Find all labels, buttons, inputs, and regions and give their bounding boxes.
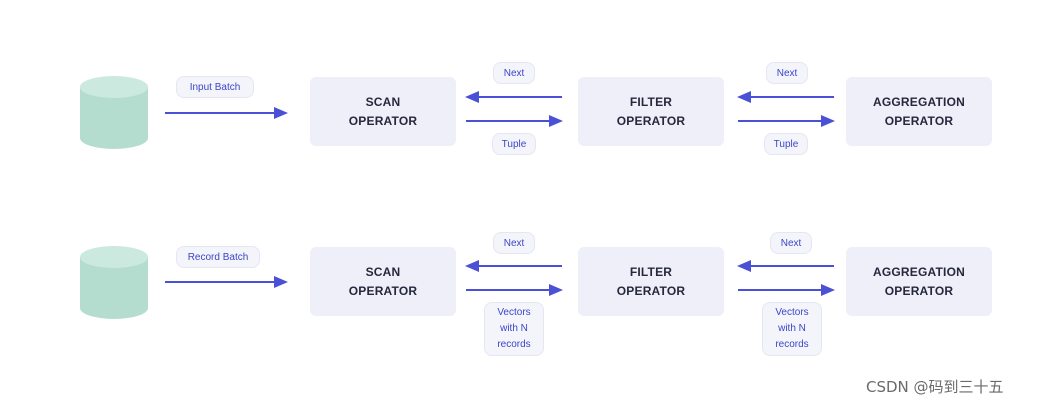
pipeline-row-vectorized: Record Batch SCAN OPERATOR Next Vectors … — [0, 228, 1052, 388]
aggregation-operator: AGGREGATION OPERATOR — [846, 77, 992, 146]
database-icon — [80, 246, 148, 319]
source-label: Record Batch — [176, 246, 260, 268]
vectors-label-line3: records — [775, 339, 809, 350]
aggregation-operator: AGGREGATION OPERATOR — [846, 247, 992, 316]
aggregation-operator-line2: OPERATOR — [884, 283, 954, 298]
source-arrow — [165, 107, 288, 119]
vectors-label-line2: with N — [778, 323, 806, 334]
vectors-label-line1: Vectors — [497, 307, 531, 318]
tuple-arrow — [738, 115, 835, 127]
next-label: Next — [493, 232, 535, 254]
vectors-arrow — [738, 284, 835, 296]
aggregation-operator-line1: AGGREGATION — [873, 264, 965, 279]
scan-operator-line1: SCAN — [365, 94, 401, 109]
vectors-label-line1: Vectors — [775, 307, 809, 318]
next-label: Next — [493, 62, 535, 84]
next-arrow — [465, 260, 562, 272]
aggregation-operator-line2: OPERATOR — [884, 113, 954, 128]
vectors-label-line3: records — [497, 339, 531, 350]
next-arrow — [737, 260, 834, 272]
source-arrow — [165, 276, 288, 288]
scan-operator: SCAN OPERATOR — [310, 77, 456, 146]
aggregation-operator-line1: AGGREGATION — [873, 94, 965, 109]
filter-operator: FILTER OPERATOR — [578, 247, 724, 316]
scan-operator-line2: OPERATOR — [348, 283, 418, 298]
pipeline-row-tuple-at-a-time: Input Batch SCAN OPERATOR Next Tuple FIL… — [0, 58, 1052, 218]
tuple-arrow — [466, 115, 563, 127]
filter-operator-line1: FILTER — [629, 264, 673, 279]
scan-operator-line2: OPERATOR — [348, 113, 418, 128]
next-label: Next — [766, 62, 808, 84]
watermark: CSDN @码到三十五 — [866, 378, 1004, 396]
next-arrow — [737, 91, 834, 103]
scan-operator: SCAN OPERATOR — [310, 247, 456, 316]
database-icon — [80, 76, 148, 149]
filter-operator-line1: FILTER — [629, 94, 673, 109]
tuple-label: Tuple — [764, 133, 808, 155]
vectors-label: Vectors with N records — [484, 302, 544, 356]
next-label: Next — [770, 232, 812, 254]
filter-operator-line2: OPERATOR — [616, 113, 686, 128]
filter-operator: FILTER OPERATOR — [578, 77, 724, 146]
scan-operator-line1: SCAN — [365, 264, 401, 279]
source-label: Input Batch — [176, 76, 254, 98]
filter-operator-line2: OPERATOR — [616, 283, 686, 298]
next-arrow — [465, 91, 562, 103]
vectors-label-line2: with N — [500, 323, 528, 334]
tuple-label: Tuple — [492, 133, 536, 155]
vectors-label: Vectors with N records — [762, 302, 822, 356]
vectors-arrow — [466, 284, 563, 296]
